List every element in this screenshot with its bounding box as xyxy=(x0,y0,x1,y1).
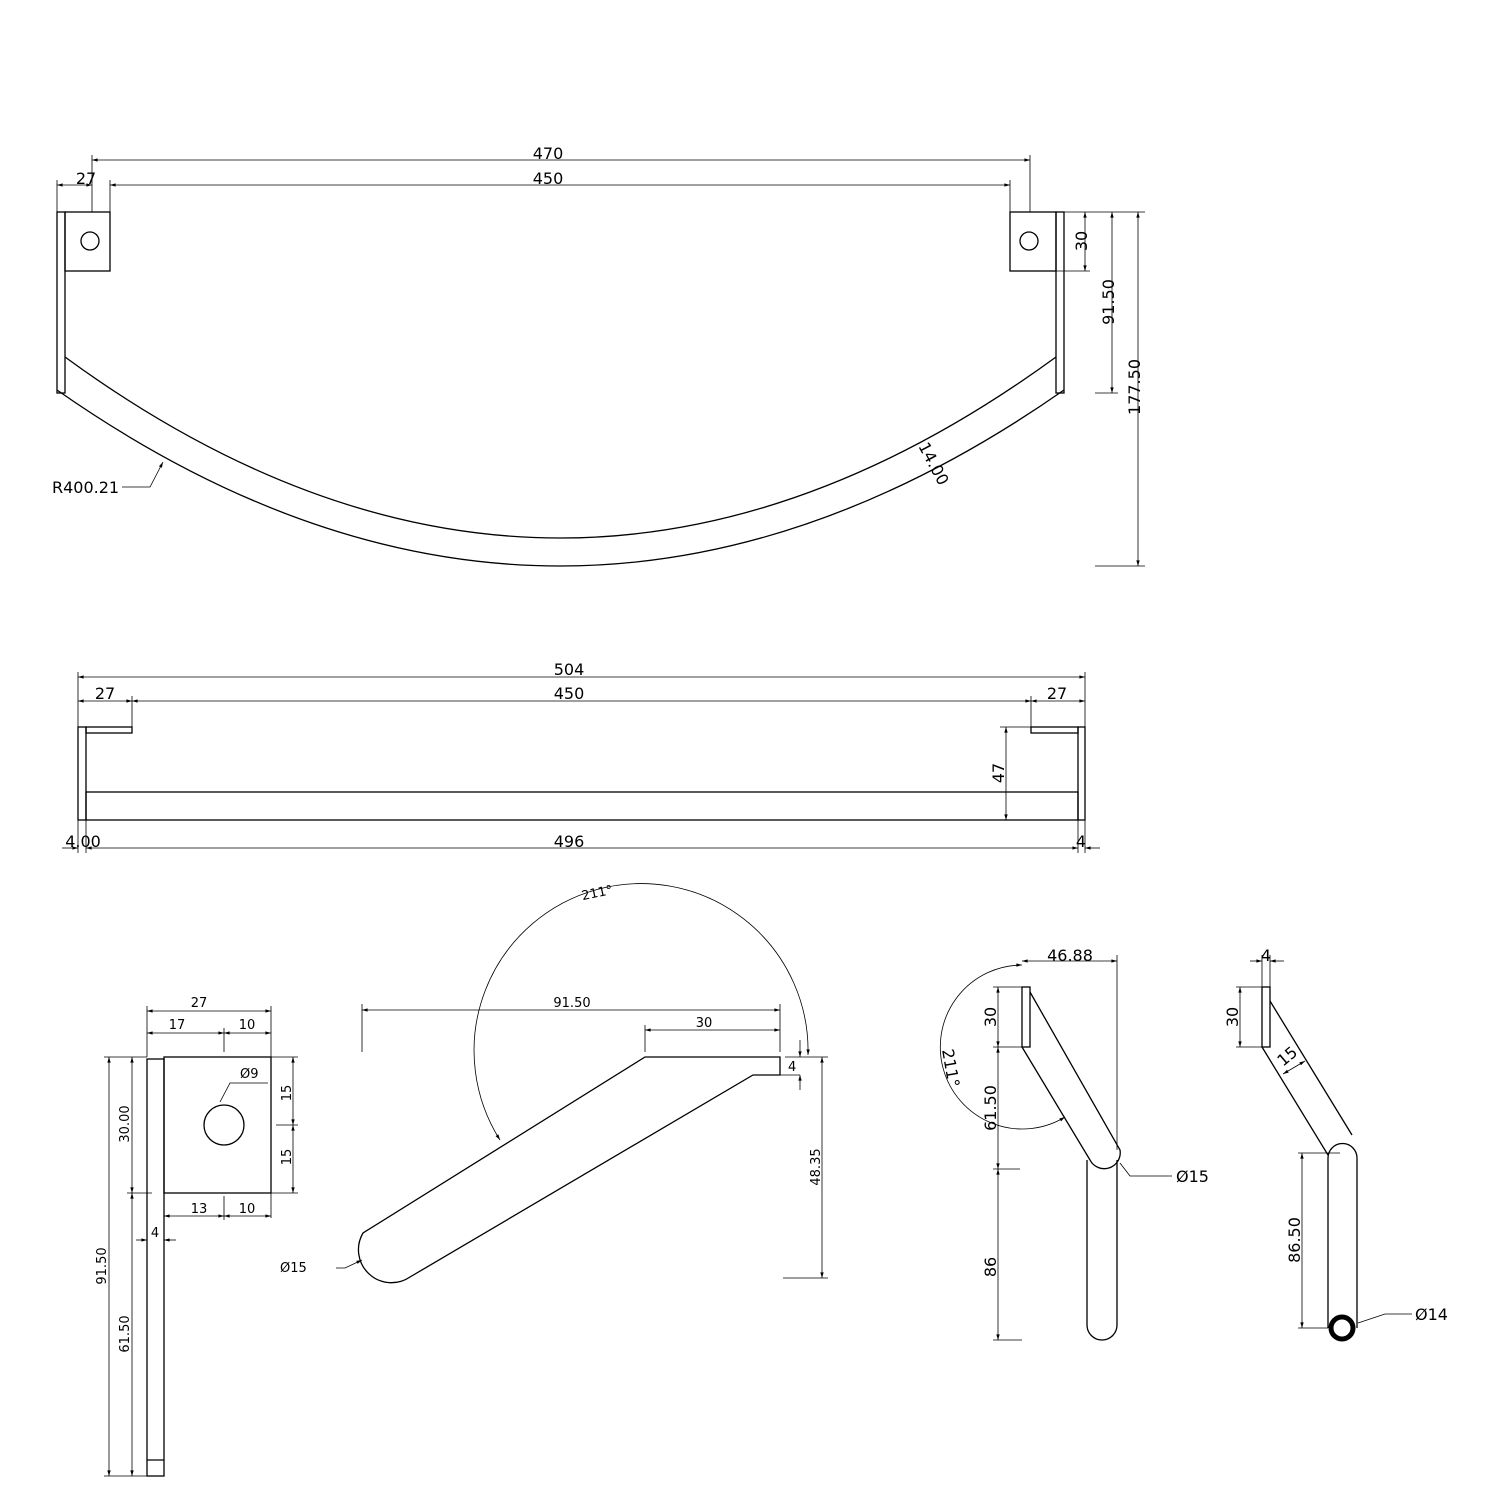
diameter-15: Ø15 xyxy=(1176,1167,1209,1186)
bracket-plate xyxy=(146,1058,165,1477)
dim-496: 496 xyxy=(554,832,585,851)
dim-46-88: 46.88 xyxy=(1047,946,1093,965)
dim-15-bottom: 15 xyxy=(280,1149,295,1166)
angled-bar xyxy=(1261,1000,1353,1156)
dim-48-35: 48.35 xyxy=(809,1148,824,1185)
angle-211: 211° xyxy=(938,1047,963,1088)
dim-177-50: 177.50 xyxy=(1125,359,1144,415)
left-plate xyxy=(77,726,87,821)
right-hole xyxy=(1019,231,1039,251)
right-tab xyxy=(1030,726,1079,734)
dim-15-top: 15 xyxy=(280,1085,295,1102)
plate xyxy=(1021,986,1031,1048)
left-hole xyxy=(80,231,100,251)
dim-61-50: 61.50 xyxy=(118,1315,133,1352)
angled-bar xyxy=(1021,991,1121,1170)
curved-bar-inner xyxy=(64,356,1057,539)
dim-10-bottom: 10 xyxy=(239,1202,256,1217)
right-plate xyxy=(1055,211,1065,394)
left-plate xyxy=(56,211,66,394)
top-view: 470 450 27 30 91.50 177.50 R400.21 14.00 xyxy=(52,144,1145,567)
right-tab xyxy=(1009,211,1057,272)
dim-10-top: 10 xyxy=(239,1018,256,1033)
dim-30: 30 xyxy=(1223,1007,1242,1027)
dim-30: 30 xyxy=(696,1016,713,1031)
dim-47: 47 xyxy=(989,763,1008,783)
end-view: 46.88 30 211° 61.50 86 Ø15 xyxy=(938,946,1209,1341)
dim-86-50: 86.50 xyxy=(1285,1217,1304,1263)
tube-section xyxy=(1328,1314,1356,1342)
front-view: 504 27 450 27 47 4.00 496 4 xyxy=(62,660,1100,853)
diameter-14: Ø14 xyxy=(1415,1305,1448,1324)
bar xyxy=(85,791,1079,821)
dim-61-50: 61.50 xyxy=(981,1085,1000,1131)
curved-bar-outer xyxy=(56,389,1065,567)
plate xyxy=(1261,986,1271,1048)
dim-91-50: 91.50 xyxy=(95,1247,110,1284)
left-tab xyxy=(64,211,111,272)
bracket-view: 27 17 10 Ø9 15 15 30.00 13 10 4 91.50 61… xyxy=(95,996,298,1477)
dim-27: 27 xyxy=(191,996,208,1011)
hole-diameter: Ø9 xyxy=(240,1067,259,1082)
dim-4: 4 xyxy=(1261,946,1271,965)
dim-27-right: 27 xyxy=(1047,684,1067,703)
diameter-15: Ø15 xyxy=(280,1261,307,1276)
left-tab xyxy=(85,726,133,734)
angled-bar xyxy=(357,1056,781,1284)
dim-17: 17 xyxy=(169,1018,186,1033)
dim-4-right: 4 xyxy=(1076,832,1086,851)
dim-30: 30 xyxy=(1072,231,1091,251)
angle-211: 211° xyxy=(580,883,614,904)
dim-27: 27 xyxy=(76,169,96,188)
right-plate xyxy=(1077,726,1086,821)
dim-14: 14.00 xyxy=(914,439,952,488)
radius-label: R400.21 xyxy=(52,478,119,497)
dim-91-50: 91.50 xyxy=(553,996,590,1011)
dim-4: 4 xyxy=(151,1226,159,1241)
vertical-bar xyxy=(1327,1142,1358,1328)
bracket-hole xyxy=(203,1104,245,1146)
dim-4: 4 xyxy=(788,1060,796,1075)
rear-view: 4 30 15 86.50 Ø14 xyxy=(1223,946,1448,1342)
dim-450: 450 xyxy=(533,169,564,188)
vertical-bar xyxy=(1086,1160,1118,1341)
side-view: 211° 91.50 30 4 48.35 Ø15 xyxy=(280,883,828,1284)
dim-86: 86 xyxy=(981,1257,1000,1277)
dim-27-left: 27 xyxy=(95,684,115,703)
dim-450: 450 xyxy=(554,684,585,703)
dim-30: 30.00 xyxy=(118,1105,133,1142)
dim-504: 504 xyxy=(554,660,585,679)
dim-4-left: 4.00 xyxy=(65,832,101,851)
dim-470: 470 xyxy=(533,144,564,163)
dim-30: 30 xyxy=(981,1007,1000,1027)
dim-91-50: 91.50 xyxy=(1099,279,1118,325)
dim-13: 13 xyxy=(191,1202,208,1217)
